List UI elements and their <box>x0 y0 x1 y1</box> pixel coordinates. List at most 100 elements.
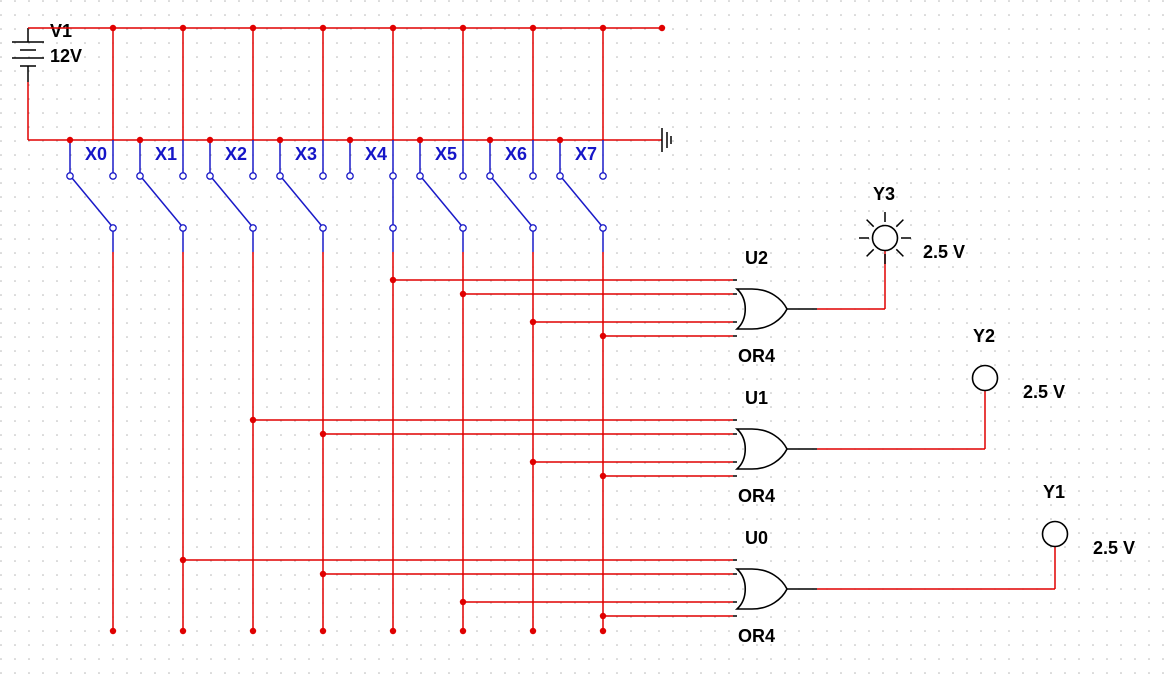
switch-label: X1 <box>155 144 177 164</box>
probe-name: Y1 <box>1043 482 1065 502</box>
switch-label: X6 <box>505 144 527 164</box>
probe-voltage: 2.5 V <box>1023 382 1065 402</box>
switch-label: X2 <box>225 144 247 164</box>
gate-type: OR4 <box>738 486 775 506</box>
or-gate-icon <box>734 288 788 330</box>
junction-dot <box>249 627 257 635</box>
battery-voltage: 12V <box>50 46 82 66</box>
junction-dot <box>319 24 327 32</box>
switch-terminal <box>66 172 74 180</box>
junction-dot <box>529 458 537 466</box>
junction-dot <box>179 24 187 32</box>
junction-dot <box>459 627 467 635</box>
switch-terminal <box>389 172 397 180</box>
switch-x6[interactable]: X6 <box>486 28 537 252</box>
switch-x3[interactable]: X3 <box>276 28 327 252</box>
junction-dot <box>599 24 607 32</box>
battery-name: V1 <box>50 21 72 41</box>
or-gate-icon <box>734 428 788 470</box>
gate-type: OR4 <box>738 346 775 366</box>
switch-terminal <box>249 172 257 180</box>
switch-terminal <box>249 224 257 232</box>
or-gate-icon <box>734 568 788 610</box>
light-ray <box>895 248 904 257</box>
switch-terminal <box>179 224 187 232</box>
switch-arm <box>491 177 532 226</box>
switch-label: X7 <box>575 144 597 164</box>
switch-arm <box>561 177 602 226</box>
junction-dot <box>109 627 117 635</box>
probe-y3[interactable]: Y32.5 V <box>859 184 965 309</box>
switch-arm <box>141 177 182 226</box>
gate-ref: U1 <box>745 388 768 408</box>
probe-y1[interactable]: Y1 2.5 V <box>1041 482 1136 589</box>
junction-dot <box>179 627 187 635</box>
switch-terminal <box>136 172 144 180</box>
junction-dot <box>249 416 257 424</box>
junction-dot <box>599 332 607 340</box>
switch-terminal <box>529 172 537 180</box>
junction-dot <box>109 24 117 32</box>
junction-dot <box>599 612 607 620</box>
switch-x1[interactable]: X1 <box>136 28 187 252</box>
switch-terminal <box>346 172 354 180</box>
probe-lamp-icon <box>871 224 899 252</box>
switch-terminal <box>179 172 187 180</box>
switch-x2[interactable]: X2 <box>206 28 257 252</box>
junction-dot <box>319 430 327 438</box>
wire-end <box>658 24 666 32</box>
probe-voltage: 2.5 V <box>1093 538 1135 558</box>
switch-x0[interactable]: X0 <box>66 28 117 252</box>
switch-x5[interactable]: X5 <box>416 28 467 252</box>
switch-terminal <box>416 172 424 180</box>
junction-dot <box>486 136 494 144</box>
switch-terminal <box>599 172 607 180</box>
junction-dot <box>416 136 424 144</box>
supply-wires <box>27 27 662 141</box>
switch-label: X5 <box>435 144 457 164</box>
switch-terminal <box>206 172 214 180</box>
junction-dot <box>319 627 327 635</box>
ground-icon <box>661 128 672 152</box>
probe-lamp-icon <box>971 364 999 392</box>
switch-terminal <box>459 224 467 232</box>
switch-arm <box>211 177 252 226</box>
switch-arm <box>71 177 112 226</box>
probe-name: Y2 <box>973 326 995 346</box>
junction-dot <box>459 290 467 298</box>
probe-y2[interactable]: Y2 2.5 V <box>971 326 1066 449</box>
junction-dot <box>249 24 257 32</box>
junction-dot <box>599 472 607 480</box>
battery-v1[interactable] <box>12 28 44 82</box>
junction-dot <box>319 570 327 578</box>
junction-dot <box>599 627 607 635</box>
junction-dot <box>389 24 397 32</box>
switch-x4[interactable]: X4 <box>346 28 397 252</box>
junction-dot <box>389 627 397 635</box>
switch-terminal <box>109 224 117 232</box>
switch-terminal <box>109 172 117 180</box>
switch-terminal <box>529 224 537 232</box>
switch-label: X4 <box>365 144 387 164</box>
switch-label: X0 <box>85 144 107 164</box>
switch-label: X3 <box>295 144 317 164</box>
light-ray <box>866 248 875 257</box>
probe-lamp-icon <box>1041 520 1069 548</box>
switch-terminal <box>319 172 327 180</box>
probe-voltage: 2.5 V <box>923 242 965 262</box>
switch-arm <box>281 177 322 226</box>
switch-terminal <box>276 172 284 180</box>
junction-dot <box>459 24 467 32</box>
junction-dot <box>529 627 537 635</box>
junction-dot <box>276 136 284 144</box>
junction-dot <box>529 318 537 326</box>
switch-terminal <box>486 172 494 180</box>
switches-layer: X0 X1 X2 X3 X4 X5 X6 X7 <box>66 24 607 635</box>
gate-ref: U0 <box>745 528 768 548</box>
switch-x7[interactable]: X7 <box>556 28 607 252</box>
